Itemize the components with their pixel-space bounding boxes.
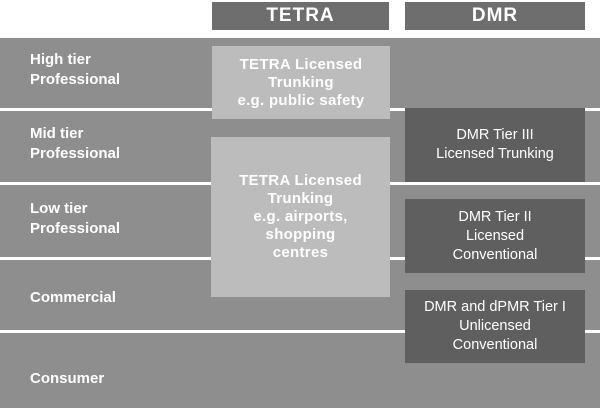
tier-label-commercial: Commercial: [30, 289, 116, 306]
dmr-box-tier-two: DMR Tier II Licensed Conventional: [405, 199, 585, 273]
tetra-box-airports: TETRA Licensed Trunking e.g. airports, s…: [211, 137, 390, 297]
tier-label-low: Low tier Professional: [30, 200, 121, 237]
tier-label-consumer: Consumer: [30, 370, 105, 387]
dmr-box-tier-three: DMR Tier III Licensed Trunking: [405, 108, 585, 182]
tetra-box-public-safety: TETRA Licensed Trunking e.g. public safe…: [212, 46, 390, 119]
dmr-box-tier-one: DMR and dPMR Tier I Unlicensed Conventio…: [405, 290, 585, 363]
tetra-column-header: TETRA: [212, 2, 389, 30]
dmr-column-header: DMR: [405, 2, 585, 30]
tier-label-mid: Mid tier Professional: [30, 125, 121, 162]
tier-label-high: High tier Professional: [30, 51, 121, 88]
